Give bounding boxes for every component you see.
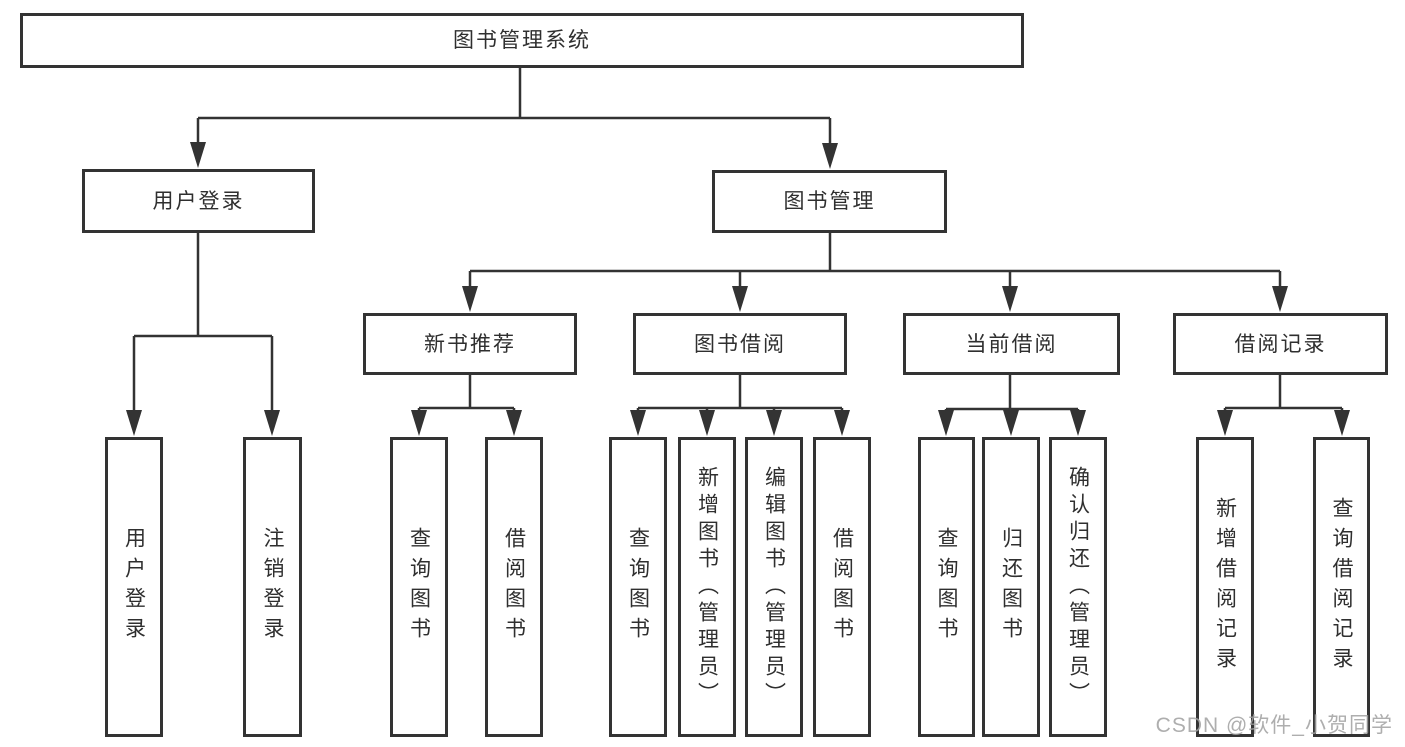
node-user-login: 用户登录 [82, 169, 315, 233]
leaf-return-books: 归还图书 [982, 437, 1040, 737]
leaf-query-borrow-record: 查询借阅记录 [1313, 437, 1370, 737]
csdn-watermark: CSDN @软件_小贺同学 [1155, 714, 1393, 737]
leaf-user-login: 用户登录 [105, 437, 163, 737]
leaf-borrow-books-borrowing: 借阅图书 [813, 437, 871, 737]
node-book-management: 图书管理 [712, 170, 947, 233]
node-new-book-recommend: 新书推荐 [363, 313, 577, 375]
leaf-add-books-admin: 新增图书（管理员） [678, 437, 736, 737]
leaf-query-books-borrowing: 查询图书 [609, 437, 667, 737]
leaf-edit-books-admin: 编辑图书（管理员） [745, 437, 803, 737]
leaf-add-borrow-record: 新增借阅记录 [1196, 437, 1254, 737]
leaf-logout-login: 注销登录 [243, 437, 302, 737]
leaf-query-books-current: 查询图书 [918, 437, 975, 737]
node-book-borrowing: 图书借阅 [633, 313, 847, 375]
node-root-library-system: 图书管理系统 [20, 13, 1024, 68]
node-current-borrowing: 当前借阅 [903, 313, 1120, 375]
leaf-query-books-recommend: 查询图书 [390, 437, 448, 737]
node-borrowing-records: 借阅记录 [1173, 313, 1388, 375]
leaf-borrow-books-recommend: 借阅图书 [485, 437, 543, 737]
leaf-confirm-return-admin: 确认归还（管理员） [1049, 437, 1107, 737]
